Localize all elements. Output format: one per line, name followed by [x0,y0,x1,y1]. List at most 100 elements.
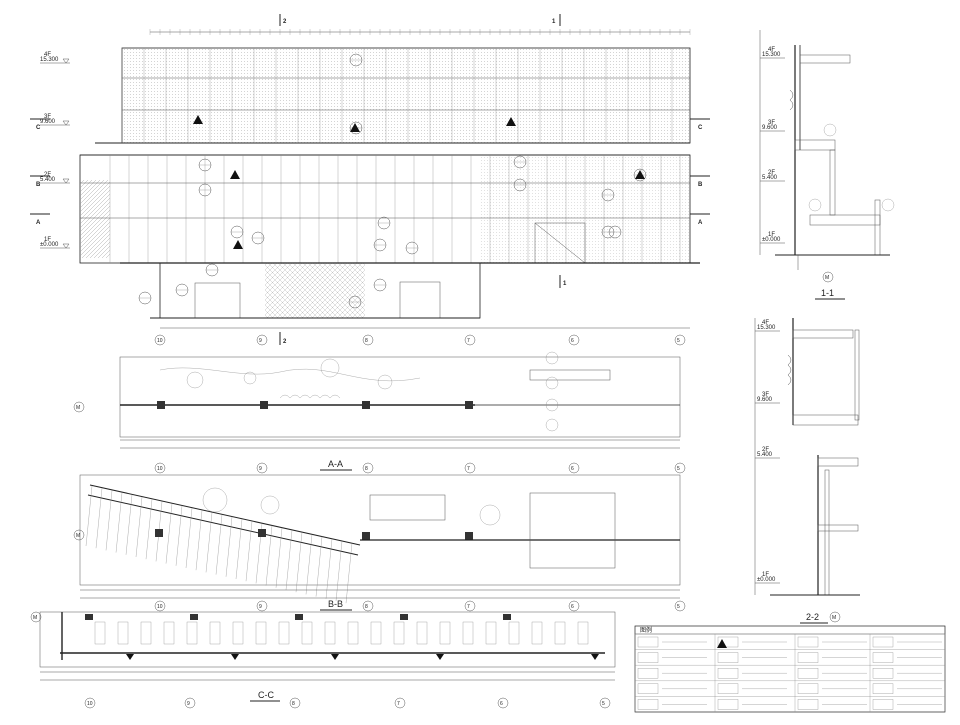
callout-balloon [198,183,212,197]
axis-bubble: 10 [154,600,166,612]
svg-text:8: 8 [292,701,295,707]
svg-text:6: 6 [571,466,574,472]
cut-tag-a-left: A [30,213,50,226]
legend-header: 图例 [640,626,652,634]
callout-balloon [198,158,212,172]
axis-bubble: 5 [674,462,686,474]
callout-balloon [230,225,244,239]
section-level-mark: 1F±0.000 [760,232,785,244]
level-value: 9.600 [762,125,778,131]
level-value: 15.300 [762,52,781,58]
svg-text:7: 7 [397,701,400,707]
callout-balloon [373,238,387,252]
level-mark: 3F9.600 [40,114,70,126]
level-value: ±0.000 [757,577,776,583]
axis-bubble: 8 [362,600,374,612]
material-tag-triangle [193,115,203,124]
level-value: 5.400 [757,452,773,458]
plan-a-a: 10 9 8 7 6 5 A-A M [73,351,686,474]
svg-text:9: 9 [259,604,262,610]
cut-tag-label: 1 [552,19,556,25]
svg-text:9: 9 [259,338,262,344]
section-axis-m: M [825,275,829,281]
cut-tag-a-right: A [690,213,710,226]
svg-text:7: 7 [467,604,470,610]
level-value: ±0.000 [40,242,59,248]
level-value: 9.600 [40,119,56,125]
level-label: 4F [768,47,775,53]
svg-text:10: 10 [157,338,163,344]
callout-balloon [405,241,419,255]
cut-tag-b-right: B [690,175,710,188]
cut-tag-1-bottom: 1 [559,275,567,288]
svg-text:6: 6 [500,701,503,707]
cut-tag-c-left: C [30,118,50,131]
callout-balloon [251,231,265,245]
section-level-mark: 3F9.600 [760,120,785,132]
level-label: 1F [44,237,51,243]
cut-tag-label: B [698,182,703,188]
axis-bubble-m-aa: M [73,401,85,413]
axis-bubble-m-cc: M [30,611,42,623]
callout-balloon [608,225,622,239]
callout-balloon [373,278,387,292]
svg-text:5: 5 [677,338,680,344]
cut-tag-label: C [36,125,41,131]
section-level-mark: 3F9.600 [755,392,780,404]
material-tag-triangle [233,240,243,249]
callout-balloon [349,53,363,67]
axis-bubble: 7 [464,600,476,612]
axis-bubble: 5 [674,600,686,612]
section-title-1-1: 1-1 [821,288,834,298]
material-tag-triangle [350,123,360,132]
svg-text:10: 10 [157,604,163,610]
callout-balloon [513,155,527,169]
axis-bubble: 9 [184,697,196,709]
axis-bubble: 7 [464,334,476,346]
level-mark: 2F5.400 [40,172,70,184]
axis-bubble: 8 [362,462,374,474]
cut-tag-label: A [698,220,703,226]
axis-bubble: 9 [256,334,268,346]
svg-text:5: 5 [677,604,680,610]
cut-tag-label: 2 [283,339,287,345]
section-axis-m: M [832,615,836,621]
cut-tag-label: 1 [563,281,567,287]
material-tag-triangle [230,170,240,179]
svg-text:5: 5 [602,701,605,707]
svg-text:7: 7 [467,338,470,344]
callout-balloon [205,263,219,277]
plan-title-a-a: A-A [328,459,343,469]
svg-text:10: 10 [157,466,163,472]
axis-bubble: 7 [464,462,476,474]
callout-balloon [377,216,391,230]
callout-balloon [513,178,527,192]
level-label: 1F [762,572,769,578]
svg-text:6: 6 [571,338,574,344]
axis-bubble: 8 [289,697,301,709]
callout-balloon [601,188,615,202]
svg-text:M: M [76,533,80,539]
svg-text:8: 8 [365,466,368,472]
axis-bubble: 6 [497,697,509,709]
level-value: 15.300 [40,57,59,63]
svg-text:7: 7 [467,466,470,472]
svg-text:6: 6 [571,604,574,610]
svg-text:9: 9 [259,466,262,472]
svg-text:8: 8 [365,604,368,610]
level-label: 1F [768,232,775,238]
cut-tag-b-left: B [30,175,50,188]
legend-table: 图例 [634,625,946,713]
axis-bubble: 6 [568,334,580,346]
level-label: 3F [762,392,769,398]
cut-tag-c-right: C [690,118,710,131]
level-label: 3F [44,114,51,120]
level-value: ±0.000 [762,237,781,243]
cut-tag-2-top: 2 [279,14,287,26]
level-label: 3F [768,120,775,126]
